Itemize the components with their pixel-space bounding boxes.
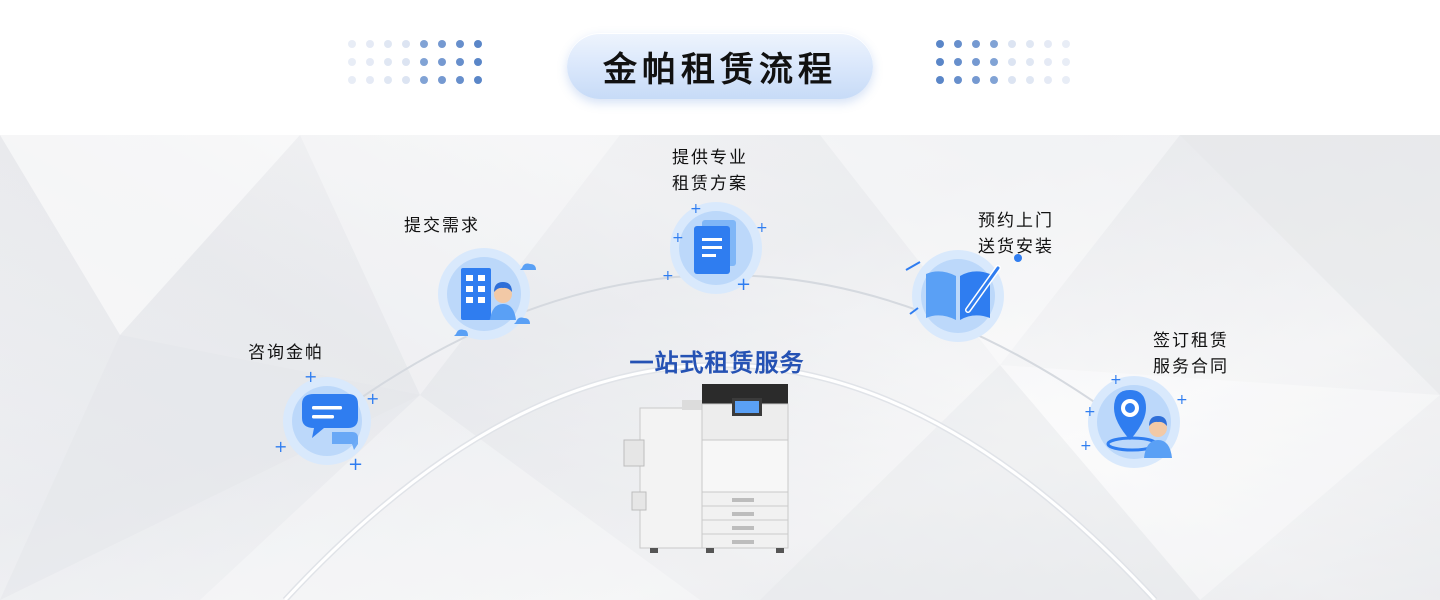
decorative-dot: [1044, 40, 1052, 48]
decorative-dot: [366, 40, 374, 48]
page-title: 金帕租赁流程: [603, 49, 837, 90]
decorative-dot: [1026, 58, 1034, 66]
svg-text:+: +: [690, 201, 702, 217]
multifunction-printer-image: [623, 384, 789, 553]
decorative-dot: [1008, 58, 1016, 66]
decorative-dot: [474, 58, 482, 66]
step-sign-label: 签订租赁 服务合同: [1153, 331, 1229, 377]
decorative-dot: [474, 76, 482, 84]
decorative-dot: [972, 58, 980, 66]
decorative-dots-right: [936, 40, 1072, 84]
decorative-dot: [1008, 40, 1016, 48]
decorative-dot: [954, 58, 962, 66]
decorative-dot: [954, 76, 962, 84]
book-pen-icon: [905, 250, 1022, 342]
center-service-title: 一站式租赁服务: [629, 349, 805, 377]
location-person-icon: + + + +: [1080, 372, 1188, 468]
decorative-dots-left: [348, 40, 484, 84]
decorative-dot: [954, 40, 962, 48]
decorative-dot: [402, 40, 410, 48]
decorative-dot: [420, 40, 428, 48]
document-icon: + + + + +: [662, 201, 768, 295]
decorative-dot: [1026, 40, 1034, 48]
decorative-dot: [438, 58, 446, 66]
decorative-dot: [384, 58, 392, 66]
svg-text:+: +: [672, 230, 684, 246]
svg-text:+: +: [1080, 438, 1092, 454]
decorative-dot: [972, 76, 980, 84]
decorative-dot: [990, 58, 998, 66]
step-submit-label: 提交需求: [404, 216, 480, 236]
decorative-dot: [456, 76, 464, 84]
decorative-dot: [972, 40, 980, 48]
decorative-dot: [384, 40, 392, 48]
decorative-dot: [348, 76, 356, 84]
decorative-dot: [402, 76, 410, 84]
svg-text:+: +: [756, 220, 768, 236]
building-person-icon: [438, 248, 536, 340]
decorative-dot: [438, 76, 446, 84]
decorative-dot: [1044, 76, 1052, 84]
decorative-dot: [1008, 76, 1016, 84]
step-install-label: 预约上门 送货安装: [978, 211, 1054, 257]
decorative-dot: [402, 58, 410, 66]
step-consult-label: 咨询金帕: [248, 343, 324, 363]
decorative-dot: [936, 40, 944, 48]
svg-text:+: +: [304, 367, 317, 386]
decorative-dot: [474, 40, 482, 48]
decorative-dot: [420, 58, 428, 66]
decorative-dot: [1026, 76, 1034, 84]
decorative-dot: [1062, 76, 1070, 84]
decorative-dot: [1062, 58, 1070, 66]
title-pill: 金帕租赁流程: [567, 33, 873, 99]
svg-text:+: +: [736, 274, 751, 295]
decorative-dot: [420, 76, 428, 84]
decorative-dot: [348, 58, 356, 66]
svg-text:+: +: [1084, 404, 1096, 420]
decorative-dot: [456, 58, 464, 66]
decorative-dot: [936, 76, 944, 84]
svg-text:+: +: [662, 268, 674, 284]
svg-text:+: +: [1110, 372, 1122, 388]
decorative-dot: [438, 40, 446, 48]
step-plan-label: 提供专业 租赁方案: [672, 148, 748, 194]
svg-text:+: +: [274, 437, 287, 456]
svg-text:+: +: [366, 389, 379, 408]
decorative-dot: [936, 58, 944, 66]
decorative-dot: [990, 40, 998, 48]
decorative-dot: [366, 58, 374, 66]
decorative-dot: [990, 76, 998, 84]
decorative-dot: [1044, 58, 1052, 66]
svg-text:+: +: [348, 454, 363, 475]
decorative-dot: [348, 40, 356, 48]
svg-text:+: +: [1176, 392, 1188, 408]
decorative-dot: [1062, 40, 1070, 48]
decorative-dot: [456, 40, 464, 48]
decorative-dot: [384, 76, 392, 84]
chat-bubble-icon: + + + +: [274, 367, 379, 475]
background-facets: [0, 135, 1440, 600]
decorative-dot: [366, 76, 374, 84]
